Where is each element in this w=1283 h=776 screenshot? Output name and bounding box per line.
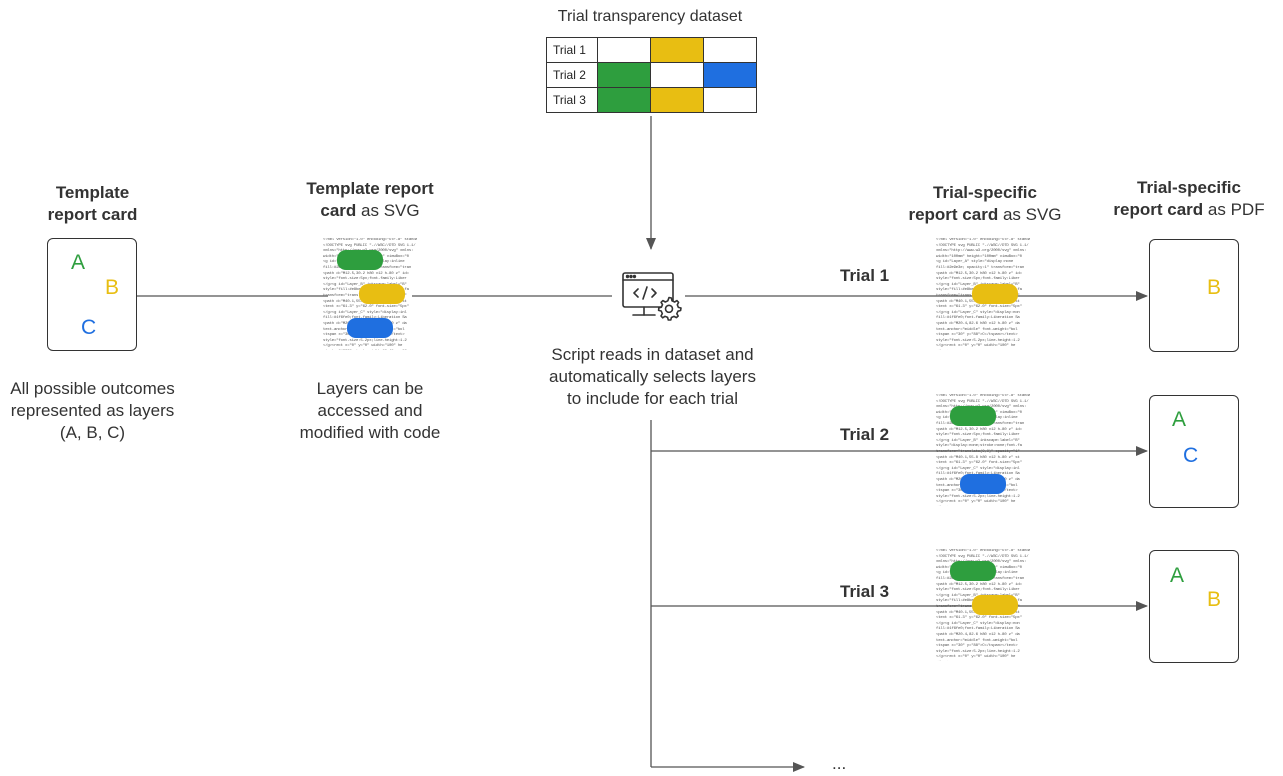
header-bold: report card <box>1113 200 1204 219</box>
layer-c-letter: C <box>81 316 97 339</box>
header-line: Trial-specific <box>1137 178 1241 197</box>
title-rest: as SVG <box>356 201 420 220</box>
table-row: Trial 2 <box>546 62 757 88</box>
script-caption: Script reads in dataset and automaticall… <box>525 344 780 410</box>
header-line: Trial-specific <box>933 183 1037 202</box>
title-bold: card <box>320 201 357 220</box>
trial-1-svg-document: <?xml version="1.0" encoding="UTF-8" sta… <box>936 238 1030 350</box>
caption-line: (A, B, C) <box>59 423 126 442</box>
header-rest: as SVG <box>998 205 1062 224</box>
layer-b-letter: B <box>1207 276 1222 299</box>
template-svg-caption: Layers can be accessed and modified with… <box>275 378 465 444</box>
trial-2-svg-document: <?xml version="1.0" encoding="UTF-8" sta… <box>936 394 1030 506</box>
caption-line: Layers can be <box>316 379 424 398</box>
table-cell <box>650 87 704 113</box>
caption-line: represented as layers <box>10 401 175 420</box>
layer-a-pill <box>950 406 996 426</box>
trial-1-label: Trial 1 <box>840 266 890 285</box>
table-cell <box>597 62 651 88</box>
title-line: card as SVG <box>280 200 460 222</box>
row-label: Trial 2 <box>546 62 598 88</box>
layer-b-pill <box>972 284 1018 304</box>
layer-b-pill <box>359 284 405 304</box>
table-cell <box>703 87 757 113</box>
layer-a-letter: A <box>1172 408 1187 431</box>
layer-b-letter: B <box>1207 588 1222 611</box>
table-cell <box>703 62 757 88</box>
title-line: report card <box>47 205 138 224</box>
table-row: Trial 3 <box>546 87 757 113</box>
title-line: Template report <box>306 179 434 198</box>
table-cell <box>650 62 704 88</box>
template-card-title: Template report card <box>20 182 165 226</box>
trial-1-pdf-card: B <box>1149 239 1239 352</box>
table-cell <box>650 37 704 63</box>
caption-line: All possible outcomes <box>10 379 175 398</box>
layer-c-pill <box>960 474 1006 494</box>
table-cell <box>597 87 651 113</box>
table-cell <box>703 37 757 63</box>
layer-b-letter: B <box>105 276 120 299</box>
layer-a-letter: A <box>71 251 86 274</box>
caption-line: accessed and <box>317 401 423 420</box>
template-card-caption: All possible outcomes represented as lay… <box>0 378 185 444</box>
layer-a-pill <box>950 561 996 581</box>
layer-b-pill <box>972 595 1018 615</box>
table-cell <box>597 37 651 63</box>
title-line: Template <box>55 183 130 202</box>
row-label: Trial 1 <box>546 37 598 63</box>
trial-2-label: Trial 2 <box>840 425 890 444</box>
caption-line: modified with code <box>299 423 441 442</box>
header-rest: as PDF <box>1203 200 1265 219</box>
table-row: Trial 1 <box>546 37 757 63</box>
trial-3-svg-document: <?xml version="1.0" encoding="UTF-8" sta… <box>936 549 1030 661</box>
layer-a-letter: A <box>1170 564 1185 587</box>
caption-line: automatically selects layers <box>549 367 756 386</box>
dataset-table: Trial 1 Trial 2 Trial 3 <box>546 37 757 113</box>
layer-c-pill <box>347 318 393 338</box>
layer-c-letter: C <box>1183 444 1199 467</box>
caption-line: to include for each trial <box>566 389 739 408</box>
more-trials-ellipsis: ... <box>832 754 847 773</box>
row-label: Trial 3 <box>546 87 598 113</box>
template-svg-document: <?xml version="1.0" encoding="UTF-8" sta… <box>323 238 417 350</box>
layer-a-pill <box>337 250 383 270</box>
template-svg-title: Template report card as SVG <box>280 178 460 222</box>
header-bold: report card <box>908 205 999 224</box>
caption-line: Script reads in dataset and <box>551 345 754 364</box>
trial-2-pdf-card: A C <box>1149 395 1239 508</box>
dataset-title: Trial transparency dataset <box>557 8 743 25</box>
trial-3-pdf-card: A B <box>1149 550 1239 663</box>
header-line: report card as SVG <box>885 204 1085 226</box>
template-report-card: A B C <box>47 238 137 351</box>
trial-3-label: Trial 3 <box>840 582 890 601</box>
trial-svg-header: Trial-specific report card as SVG <box>885 182 1085 226</box>
trial-pdf-header: Trial-specific report card as PDF <box>1095 177 1283 221</box>
code-window-gear-icon <box>619 269 685 325</box>
header-line: report card as PDF <box>1095 199 1283 221</box>
